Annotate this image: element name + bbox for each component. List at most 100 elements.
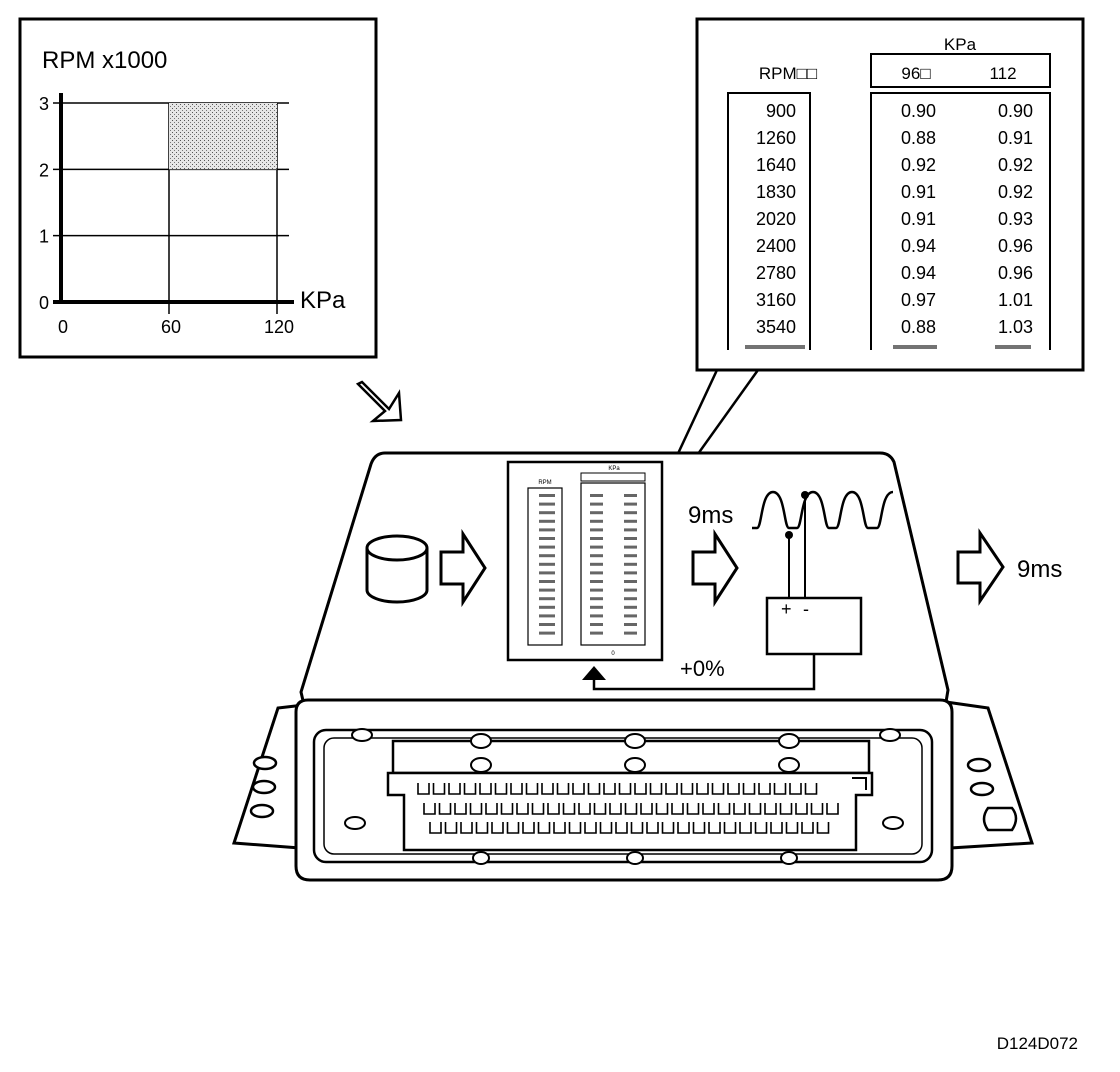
mini-footer: 0 <box>611 651 615 657</box>
connector-pin <box>795 803 808 815</box>
kpa112-cell: 0.92 <box>998 182 1033 202</box>
figure-id: D124D072 <box>996 1034 1078 1053</box>
connector-pin <box>423 803 436 815</box>
input-pulse-label: 9ms <box>688 502 733 529</box>
sensor-box: + - <box>765 491 863 656</box>
kpa112-cell: 0.96 <box>998 236 1033 256</box>
kpa96-cell: 0.90 <box>901 101 936 121</box>
rpm-cell: 2780 <box>756 263 796 283</box>
mini-value-cell <box>624 614 637 618</box>
connector-pin <box>748 803 762 815</box>
y-tick-label: 3 <box>39 94 49 114</box>
mini-value-cell <box>590 502 603 506</box>
connector-pin <box>665 783 678 795</box>
mini-value-cell <box>624 502 637 506</box>
connector-pin <box>603 783 616 795</box>
mini-rpm-cell <box>539 511 555 515</box>
connector-pin <box>727 783 740 795</box>
feedback-label: +0% <box>680 656 725 681</box>
connector-pin <box>804 783 818 795</box>
rpm-cell: 1640 <box>756 155 796 175</box>
connector-pin <box>562 803 576 815</box>
mini-rpm-cell <box>539 537 555 540</box>
connector-pin <box>785 822 799 834</box>
rpm-cell: 3160 <box>756 290 796 310</box>
kpa96-cell: 0.94 <box>901 236 936 256</box>
rpm-cell: 900 <box>766 101 796 121</box>
mini-rpm-cell <box>539 562 555 566</box>
connector-pin <box>640 803 653 815</box>
mini-value-cell <box>624 554 637 558</box>
connector-pin <box>572 783 585 795</box>
clipped-row <box>745 345 1031 349</box>
connector-pin <box>491 822 504 834</box>
highlight-region <box>169 103 277 170</box>
connector-pin <box>779 803 793 815</box>
connector-pin <box>789 783 802 795</box>
mini-value-cell <box>590 580 603 583</box>
connector-pin <box>463 783 477 795</box>
mini-rpm-cell <box>539 519 555 523</box>
kpa112-cell: 1.03 <box>998 317 1033 337</box>
mini-table: RPM KPa 0 <box>506 460 664 662</box>
mini-rpm-cell <box>539 571 555 575</box>
mini-table-rows <box>539 494 637 635</box>
y-tick-label: 1 <box>39 227 49 247</box>
mini-rpm-cell <box>539 494 555 497</box>
connector-pin <box>531 803 545 815</box>
mini-value-cell <box>624 519 637 523</box>
mini-rpm-header: RPM <box>538 480 551 486</box>
connector-pin <box>417 783 430 795</box>
connector-pin <box>742 783 756 795</box>
connector-pin <box>593 803 607 815</box>
connector-pin <box>525 783 539 795</box>
connector-pin <box>717 803 731 815</box>
mini-value-cell <box>590 519 603 523</box>
mini-rpm-cell <box>539 545 555 549</box>
col-header-112: 112 <box>989 64 1016 83</box>
connector-pin <box>587 783 601 795</box>
connector-pin <box>429 822 442 834</box>
connector-pin <box>537 822 551 834</box>
mini-value-cell <box>590 494 603 497</box>
mini-kpa-header: KPa <box>608 466 620 472</box>
connector-pin <box>568 822 582 834</box>
kpa96-cell: 0.91 <box>901 209 936 229</box>
connector-pin <box>444 822 458 834</box>
connector-pin <box>634 783 647 795</box>
connector-pin <box>649 783 663 795</box>
connector-pin <box>739 822 752 834</box>
connector-pin <box>677 822 690 834</box>
sensor-plus-label: + <box>781 599 792 619</box>
kpa96-cell: 0.88 <box>901 128 936 148</box>
right-arrow-icon-1 <box>439 528 487 608</box>
mini-value-cell <box>624 623 637 626</box>
connector-pin <box>624 803 638 815</box>
connector-pin <box>500 803 514 815</box>
connector-pin <box>758 783 771 795</box>
chart-x-title: KPa <box>300 287 346 314</box>
mini-value-cell <box>590 511 603 515</box>
mini-value-cell <box>590 588 603 592</box>
mini-value-cell <box>590 631 603 635</box>
mini-value-cell <box>624 494 637 497</box>
mini-value-cell <box>590 597 603 601</box>
mini-value-cell <box>624 580 637 583</box>
mini-value-cell <box>624 631 637 635</box>
mini-rpm-cell <box>539 597 555 601</box>
table-frame <box>695 17 1085 372</box>
mini-rpm-cell <box>539 631 555 635</box>
kpa112-cell: 0.93 <box>998 209 1033 229</box>
connector-pin <box>655 803 669 815</box>
connector-pin <box>547 803 560 815</box>
connector-pin <box>522 822 535 834</box>
connector-pin <box>770 822 783 834</box>
x-tick-label: 60 <box>161 317 181 337</box>
mini-value-cell <box>624 537 637 540</box>
kpa-group-title: KPa <box>944 35 977 54</box>
connector-pin <box>578 803 591 815</box>
connector-pin <box>485 803 498 815</box>
kpa96-cell: 0.92 <box>901 155 936 175</box>
connector-pin <box>618 783 632 795</box>
